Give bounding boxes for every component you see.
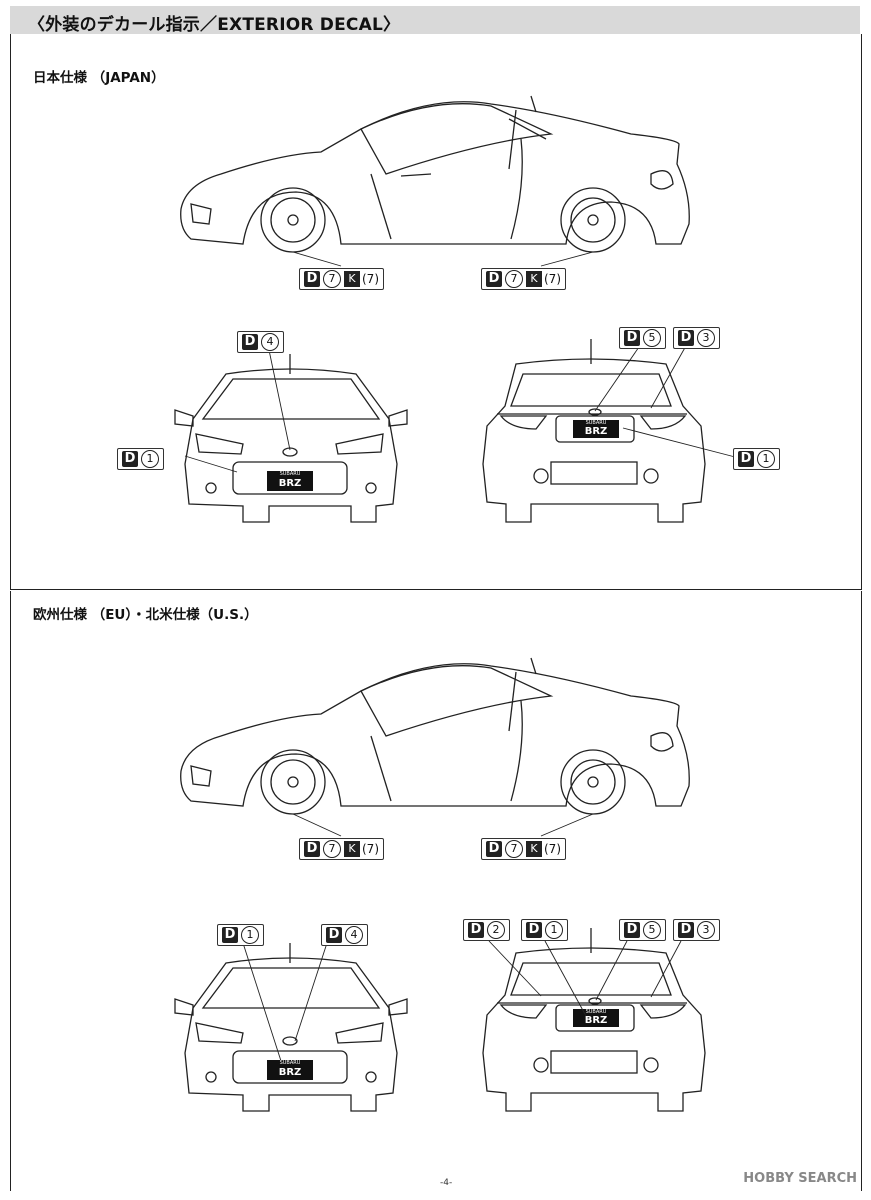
decal-sheet-d-icon: D bbox=[242, 334, 258, 350]
side-view-car bbox=[180, 95, 690, 253]
callout-d4-front: D 4 bbox=[237, 331, 284, 353]
decal-sheet-d-icon: D bbox=[486, 271, 502, 287]
callout-d1-front: D 1 bbox=[217, 924, 264, 946]
leader-lines bbox=[184, 251, 740, 473]
decal-sheet-d-icon: D bbox=[222, 927, 238, 943]
callout-d2-rear: D 2 bbox=[463, 919, 510, 941]
callout-d4-front: D 4 bbox=[321, 924, 368, 946]
decal-number: 4 bbox=[261, 333, 279, 351]
page-title: 〈外装のデカール指示／EXTERIOR DECAL〉 bbox=[28, 15, 401, 35]
decal-number: 1 bbox=[545, 921, 563, 939]
decal-sheet-d-icon: D bbox=[304, 271, 320, 287]
decal-sheet-d-icon: D bbox=[468, 922, 484, 938]
callout-d3-rear: D 3 bbox=[673, 327, 720, 349]
callout-d5-rear: D 5 bbox=[619, 327, 666, 349]
decal-number-paren: (7) bbox=[544, 272, 561, 286]
page-number: -4- bbox=[440, 1178, 453, 1188]
callout-wheel-rear: D 7 K (7) bbox=[481, 268, 566, 290]
decal-sheet-d-icon: D bbox=[486, 841, 502, 857]
callout-d1-rear: D 1 bbox=[521, 919, 568, 941]
decal-number-paren: (7) bbox=[362, 842, 379, 856]
leader-lines bbox=[242, 813, 682, 1062]
side-view-car bbox=[180, 657, 690, 815]
japan-panel: 日本仕様 （JAPAN） bbox=[10, 34, 862, 590]
decal-sheet-d-icon: D bbox=[738, 451, 754, 467]
section-title-japan: 日本仕様 （JAPAN） bbox=[33, 70, 165, 86]
front-badge-text: SUBARU BRZ bbox=[278, 471, 302, 489]
decal-sheet-d-icon: D bbox=[526, 922, 542, 938]
decal-number: 5 bbox=[643, 329, 661, 347]
callout-d1-rear: D 1 bbox=[733, 448, 780, 470]
decal-sheet-k-icon: K bbox=[526, 271, 542, 287]
callout-wheel-front: D 7 K (7) bbox=[299, 838, 384, 860]
eu-us-car-drawings bbox=[174, 657, 706, 1112]
decal-number: 2 bbox=[487, 921, 505, 939]
rear-badge-text: SUBARU BRZ bbox=[584, 420, 608, 437]
header-bar: 〈外装のデカール指示／EXTERIOR DECAL〉 bbox=[10, 6, 860, 35]
rear-view-car bbox=[482, 928, 706, 1112]
decal-number: 7 bbox=[505, 270, 523, 288]
decal-sheet-d-icon: D bbox=[624, 922, 640, 938]
decal-number: 3 bbox=[697, 921, 715, 939]
callout-d1-front: D 1 bbox=[117, 448, 164, 470]
decal-sheet-k-icon: K bbox=[344, 271, 360, 287]
decal-sheet-d-icon: D bbox=[304, 841, 320, 857]
front-view-car bbox=[174, 354, 408, 523]
decal-sheet-d-icon: D bbox=[678, 330, 694, 346]
callout-wheel-front: D 7 K (7) bbox=[299, 268, 384, 290]
decal-number: 5 bbox=[643, 921, 661, 939]
rear-badge bbox=[573, 420, 619, 438]
decal-number-paren: (7) bbox=[544, 842, 561, 856]
decal-sheet: 〈外装のデカール指示／EXTERIOR DECAL〉 日本仕様 （JAPAN） bbox=[10, 6, 862, 1191]
decal-number-paren: (7) bbox=[362, 272, 379, 286]
decal-sheet-k-icon: K bbox=[526, 841, 542, 857]
section-title-eu-us: 欧州仕様 （EU）・北米仕様（U.S.） bbox=[33, 607, 258, 623]
decal-number: 7 bbox=[505, 840, 523, 858]
japan-car-drawings bbox=[174, 95, 740, 523]
decal-number: 7 bbox=[323, 840, 341, 858]
watermark: HOBBY SEARCH bbox=[743, 1171, 857, 1186]
callout-d3-rear: D 3 bbox=[673, 919, 720, 941]
decal-sheet-d-icon: D bbox=[678, 922, 694, 938]
decal-number: 4 bbox=[345, 926, 363, 944]
decal-number: 1 bbox=[241, 926, 259, 944]
decal-number: 7 bbox=[323, 270, 341, 288]
rear-badge-text: SUBARU BRZ bbox=[584, 1009, 608, 1026]
eu-us-panel: 欧州仕様 （EU）・北米仕様（U.S.） bbox=[10, 591, 862, 1191]
front-badge bbox=[267, 471, 313, 491]
decal-number: 1 bbox=[141, 450, 159, 468]
front-view-car bbox=[174, 943, 408, 1112]
decal-sheet-k-icon: K bbox=[344, 841, 360, 857]
front-badge-text: SUBARU BRZ bbox=[278, 1060, 302, 1078]
decal-sheet-d-icon: D bbox=[326, 927, 342, 943]
callout-d5-rear: D 5 bbox=[619, 919, 666, 941]
rear-view-car bbox=[482, 339, 706, 523]
front-badge bbox=[267, 1060, 313, 1080]
callout-wheel-rear: D 7 K (7) bbox=[481, 838, 566, 860]
decal-number: 3 bbox=[697, 329, 715, 347]
decal-sheet-d-icon: D bbox=[122, 451, 138, 467]
decal-sheet-d-icon: D bbox=[624, 330, 640, 346]
decal-number: 1 bbox=[757, 450, 775, 468]
